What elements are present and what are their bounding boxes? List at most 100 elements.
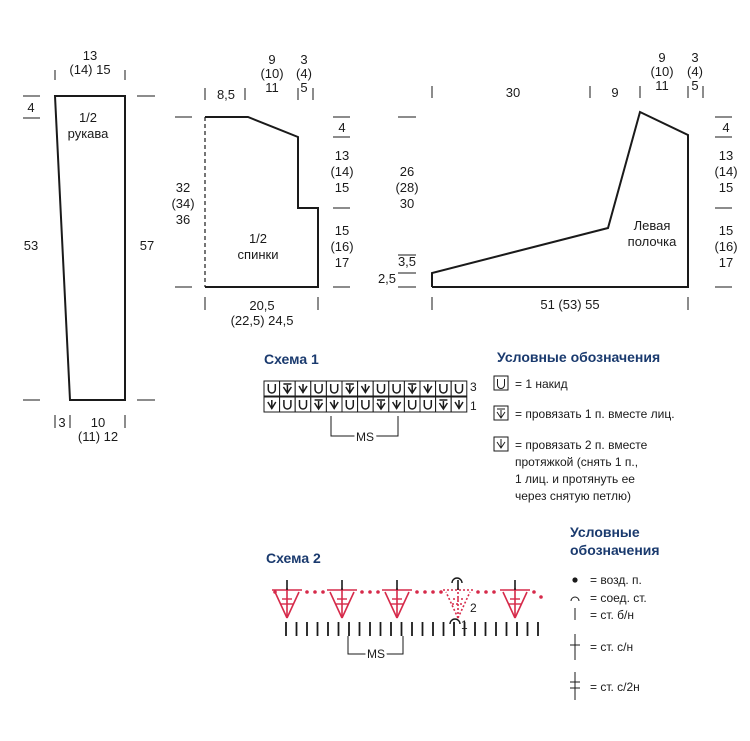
chain-stitch-mark (376, 590, 380, 594)
treble-crochet-mark (329, 591, 343, 619)
yarn-over-symbol (454, 384, 464, 394)
front-pattern: 30 9 9(10)11 3(4)5 26(28)30 3,5 2,5 4 13… (378, 50, 738, 312)
grid-cell (403, 396, 421, 413)
slip-knit-pass-symbol (329, 400, 339, 410)
grid-cell (357, 396, 374, 413)
scheme-1-title: Схема 1 (264, 351, 319, 367)
yarn-over-symbol (376, 384, 386, 394)
back-shoulder-2: 3(4)5 (296, 52, 312, 95)
sleeve-length: 53 (24, 238, 38, 253)
chain-stitch-mark (415, 590, 419, 594)
yarn-over-symbol (423, 400, 433, 410)
scheme-2-chart (272, 577, 543, 636)
treble-crochet-mark (396, 591, 410, 619)
legend-2-item-2: = соед. ст. (590, 591, 647, 605)
front-shoulder-2: 3(4)5 (687, 50, 703, 93)
chain-stitch-mark (431, 590, 435, 594)
grid-cell (419, 396, 437, 413)
back-shoulder-1: 9(10)11 (260, 52, 283, 95)
sleeve-bottom-left: 3 (58, 415, 65, 430)
back-pattern: 8,5 9(10)11 3(4)5 32(34)36 4 13(14)15 15… (171, 52, 353, 328)
back-armhole: 13(14)15 (330, 148, 353, 195)
legend-1-title: Условные обозначения (497, 349, 660, 365)
yarn-over-symbol (345, 400, 355, 410)
scheme-1-ms-label: MS (356, 430, 374, 444)
scheme-2-row-2: 2 (470, 601, 477, 615)
back-height-left: 32(34)36 (171, 180, 194, 227)
knit-two-together-symbol (376, 399, 386, 411)
knit-two-together-symbol (438, 399, 449, 411)
scheme-1-row-3: 3 (470, 380, 477, 394)
slip-knit-pass-symbol (360, 384, 371, 394)
legend-2-item-1: = возд. п. (590, 573, 642, 587)
legend-1-item-1: = 1 накид (515, 377, 568, 391)
chain-stitch-icon (572, 577, 578, 583)
chain-stitch-mark (423, 590, 427, 594)
front-armhole: 13(14)15 (714, 148, 737, 195)
front-height-left: 26(28)30 (395, 164, 418, 211)
scheme-1-ms-bracket (330, 416, 399, 437)
slip-stitch-mark (451, 577, 463, 584)
treble-crochet-mark (286, 591, 300, 619)
sleeve-total-length: 57 (140, 238, 154, 253)
front-bottom-width: 51 (53) 55 (540, 297, 599, 312)
legend-1: Условные обозначения = 1 накид = провяза… (493, 349, 675, 503)
back-neck-width: 8,5 (217, 87, 235, 102)
scheme-1: Схема 1 3 1 MS (263, 351, 477, 447)
scheme-2: Схема 2 2 1 MS (266, 550, 543, 664)
treble-crochet-mark (341, 591, 355, 619)
treble-crochet-mark (514, 591, 528, 619)
treble-crochet-mark (274, 591, 288, 619)
yarn-over-symbol (407, 400, 417, 410)
chain-stitch-mark (532, 590, 536, 594)
front-dim-35: 3,5 (398, 254, 416, 269)
back-top-drop: 4 (338, 120, 345, 135)
knit-two-together-symbol (407, 383, 417, 395)
legend-2-item-5: = ст. с/2н (590, 680, 640, 694)
chain-stitch-mark (368, 590, 372, 594)
sleeve-outline (53, 95, 126, 401)
chain-stitch-mark (360, 590, 364, 594)
scheme-2-ms-bracket (347, 636, 404, 655)
front-side: 15(16)17 (714, 223, 737, 270)
scheme-2-ms-label: MS (367, 647, 385, 661)
yarn-over-symbol (267, 384, 277, 394)
slip-knit-pass-symbol (391, 400, 402, 410)
yarn-over-symbol (314, 384, 323, 394)
slip-knit-pass-symbol (267, 400, 277, 410)
scheme-1-row-1: 1 (470, 399, 477, 413)
yarn-over-icon (493, 375, 509, 391)
chain-stitch-mark (273, 590, 277, 594)
sleeve-top-width: 13(14) 15 (69, 48, 110, 77)
slip-stitch-icon (570, 596, 580, 602)
sleeve-cap-drop: 4 (27, 100, 34, 115)
front-neck: 9 (611, 85, 618, 100)
sleeve-bottom-width: 10(11) 12 (78, 415, 118, 444)
yarn-over-symbol (298, 400, 308, 410)
back-outline (205, 116, 319, 288)
slip-stitch-mark (449, 618, 461, 625)
treble-crochet-mark (457, 591, 471, 619)
treble-crochet-mark (502, 591, 516, 619)
grid-cell (294, 396, 312, 413)
front-dim-25: 2,5 (378, 271, 396, 286)
yarn-over-symbol (329, 384, 339, 394)
chain-stitch-mark (321, 590, 325, 594)
scheme-2-row-1: 1 (461, 618, 468, 632)
yarn-over-symbol (439, 384, 448, 394)
knit-two-together-symbol (282, 383, 293, 395)
back-bottom-width: 20,5(22,5) 24,5 (231, 298, 294, 328)
legend-1-item-2: = провязать 1 п. вместе лиц. (515, 407, 675, 421)
back-side: 15(16)17 (330, 223, 353, 270)
chain-stitch-mark (492, 590, 496, 594)
knit-two-together-symbol (313, 399, 324, 411)
yarn-over-symbol (283, 400, 292, 410)
